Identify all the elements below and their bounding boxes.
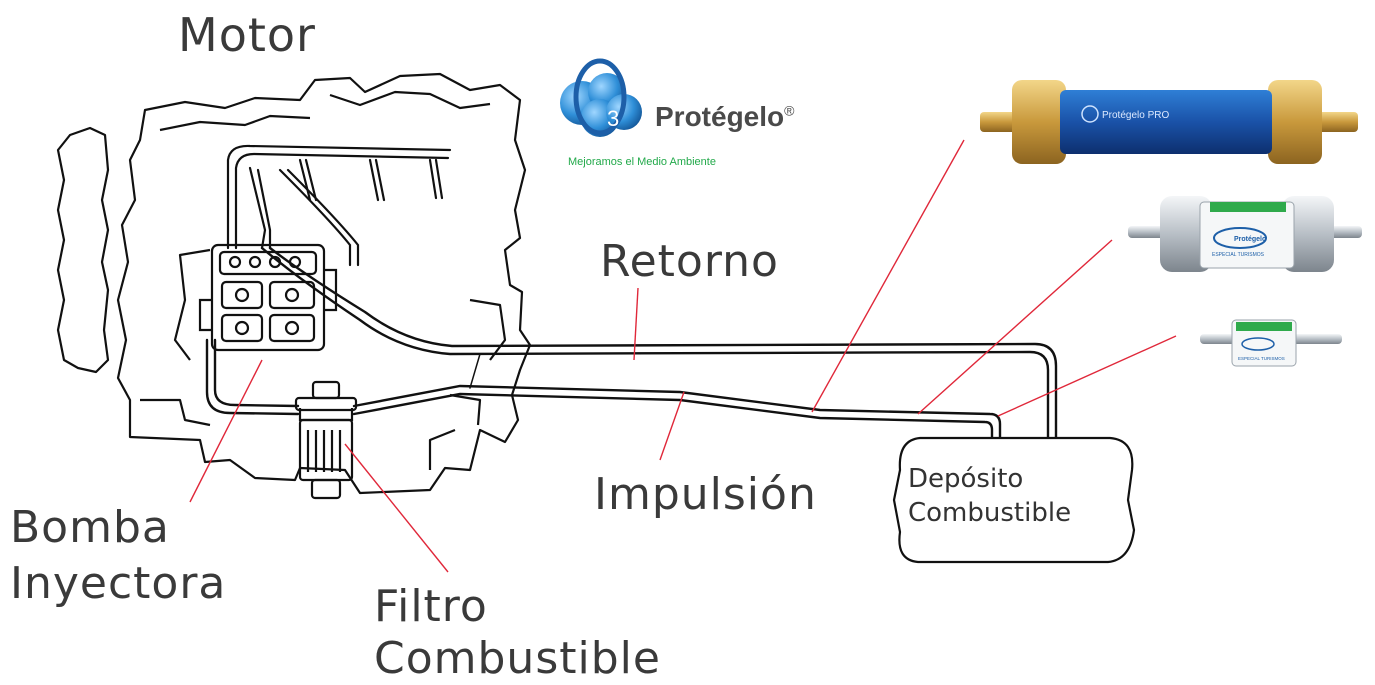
deposito-line-1: Depósito <box>908 464 1024 494</box>
medium-filter-sub: ESPECIAL TURISMOS <box>1212 252 1265 258</box>
medium-filter-brand: Protégelo <box>1234 236 1266 243</box>
logo-subscript: 3 <box>607 106 619 131</box>
product-medium-filter: Protégelo ESPECIAL TURISMOS <box>1128 196 1362 272</box>
bomba-line-2: Inyectora <box>10 558 227 609</box>
injector-lines <box>226 144 452 267</box>
bomba-line-1: Bomba <box>10 502 170 553</box>
return-line <box>260 246 1058 440</box>
deposito-line-2: Combustible <box>908 498 1072 528</box>
fuel-tank-outline <box>892 436 1136 564</box>
filtro-line-2: Combustible <box>374 633 661 684</box>
product-small-filter: ESPECIAL TURISMOS <box>1200 319 1342 367</box>
engine-block <box>116 72 532 495</box>
bomba-inyectora-label: Bomba Inyectora <box>10 500 226 612</box>
protegelo-logo-icon: 3 <box>560 58 642 137</box>
fuel-filter-drawing <box>294 380 358 500</box>
impulsion-label: Impulsión <box>594 469 817 520</box>
pointer-lines <box>189 139 1177 573</box>
motor-label: Motor <box>178 8 316 62</box>
product-pro-filter: Protégelo PRO <box>980 80 1358 164</box>
registered-mark: ® <box>784 102 795 119</box>
supply-line <box>205 338 1002 440</box>
small-filter-sub: ESPECIAL TURISMOS <box>1238 356 1285 361</box>
filtro-combustible-label: Filtro Combustible <box>374 581 661 685</box>
pro-filter-label: Protégelo PRO <box>1102 110 1169 121</box>
brand-name: Protégelo® <box>655 101 794 133</box>
retorno-label: Retorno <box>600 236 779 287</box>
engine-outline <box>56 72 532 495</box>
filtro-line-1: Filtro <box>374 581 488 632</box>
injection-pump <box>198 243 338 352</box>
brand-tagline: Mejoramos el Medio Ambiente <box>568 156 716 168</box>
deposito-combustible-label: Depósito Combustible <box>908 462 1071 530</box>
engine-fan <box>56 126 110 374</box>
brand-name-text: Protégelo <box>655 101 785 132</box>
